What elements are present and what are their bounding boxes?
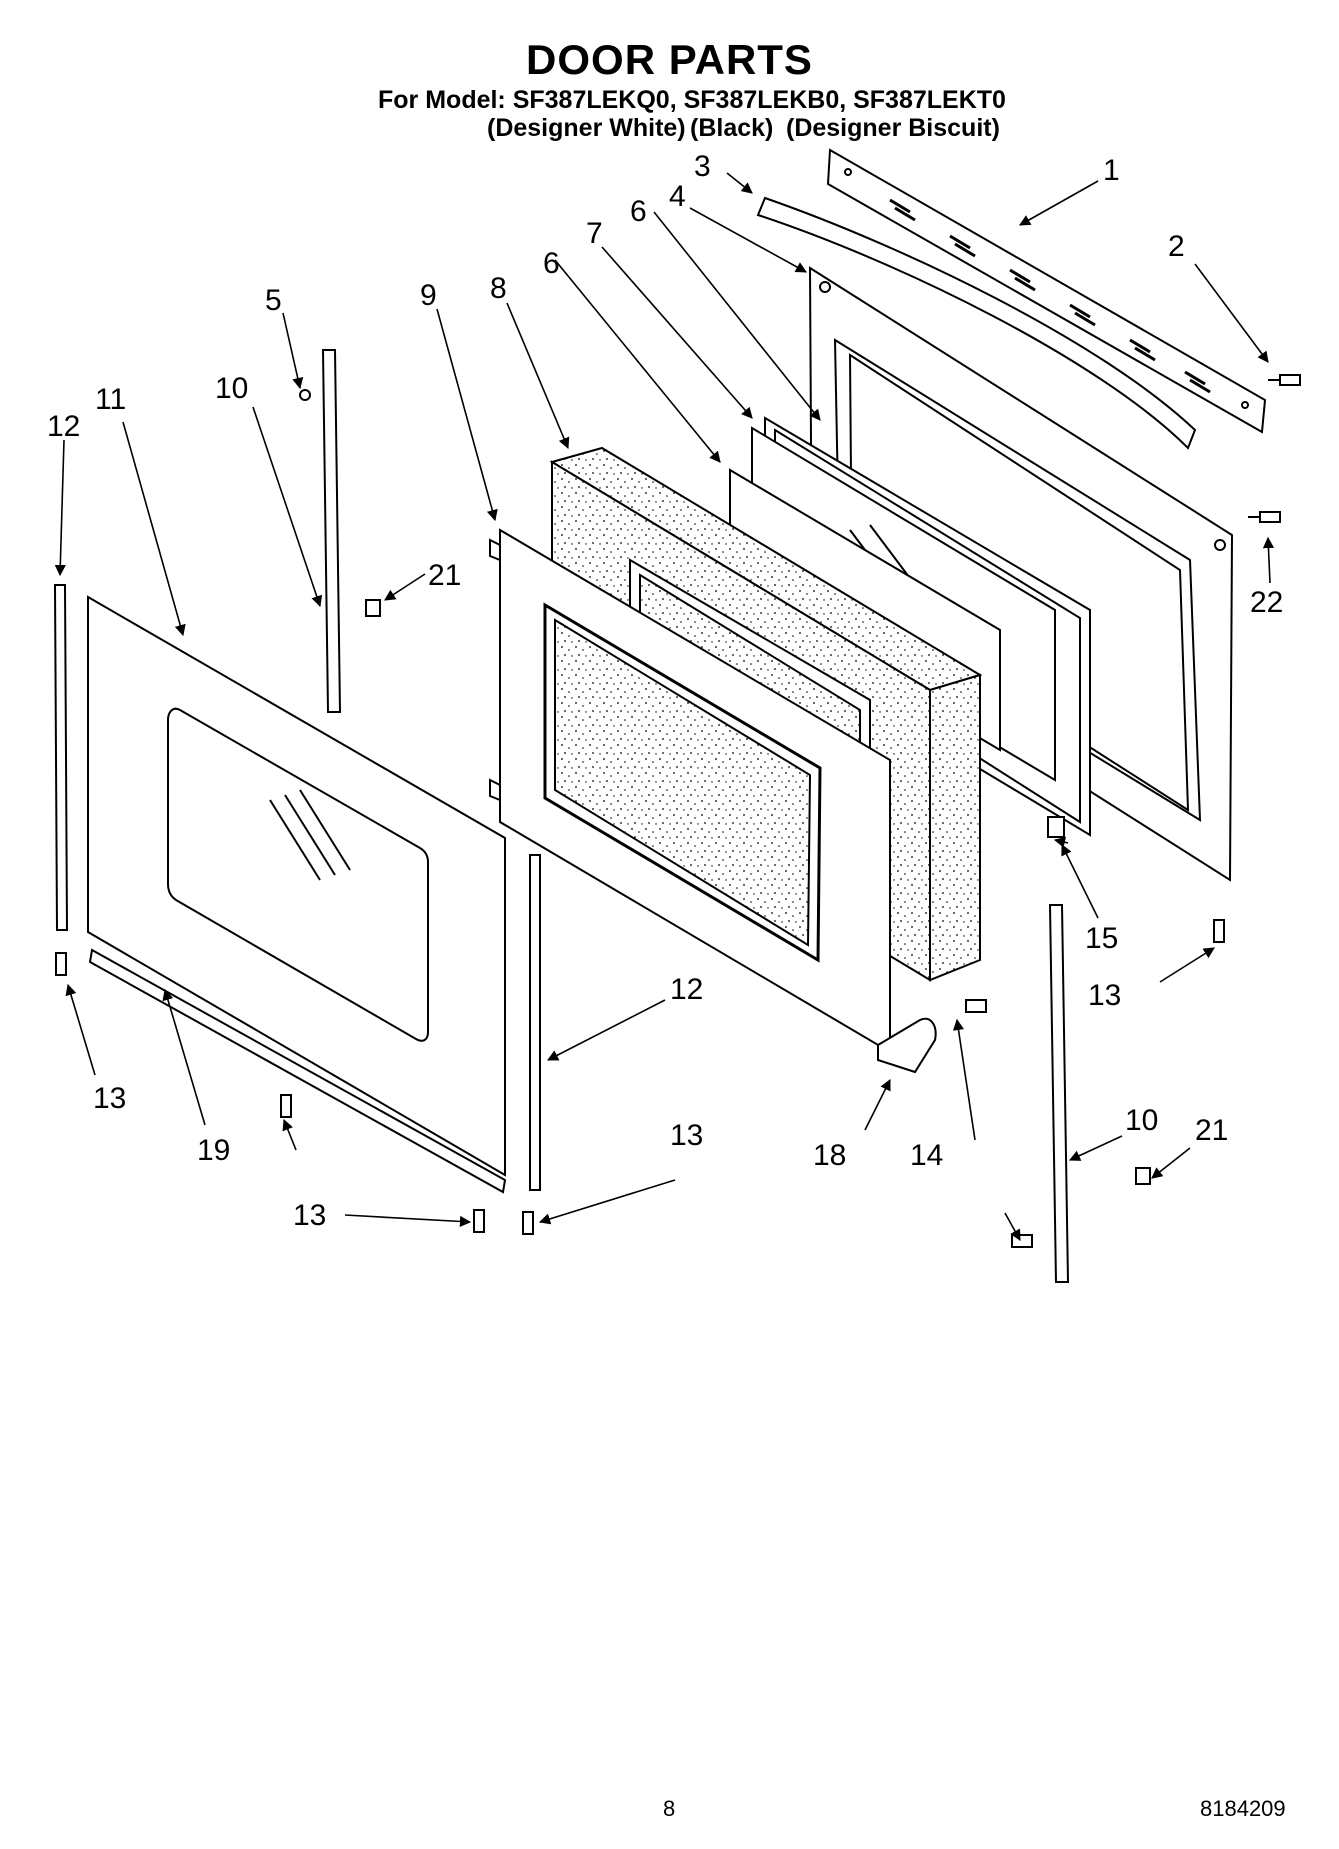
callout-10-right: 10	[1125, 1104, 1158, 1137]
callout-14: 14	[910, 1139, 943, 1172]
callout-13-right: 13	[1088, 979, 1121, 1012]
callout-2: 2	[1168, 230, 1185, 263]
screw-part-13-e	[1213, 919, 1225, 943]
clip-part-21-left	[365, 599, 381, 617]
clip-part-21-right	[1135, 1167, 1151, 1185]
screw-part-2	[1268, 374, 1301, 386]
bracket-part-18	[877, 1017, 937, 1074]
screw-part-13-b	[280, 1094, 292, 1118]
callout-6-lower: 6	[543, 247, 560, 280]
leader-lines	[54, 172, 1275, 1241]
callout-8: 8	[490, 272, 507, 305]
variant-white: (Designer White)	[487, 114, 686, 142]
document-number: 8184209	[1200, 1796, 1286, 1821]
callout-11: 11	[95, 383, 126, 416]
callout-10-left: 10	[215, 372, 248, 405]
side-trim-part-12-left	[53, 584, 69, 931]
callout-21-right: 21	[1195, 1114, 1228, 1147]
outer-glass-part-11	[87, 595, 506, 1177]
callout-13-middle: 13	[670, 1119, 703, 1152]
callout-7: 7	[586, 217, 603, 250]
callout-19: 19	[197, 1134, 230, 1167]
callout-12-left: 12	[47, 410, 80, 443]
callout-18: 18	[813, 1139, 846, 1172]
bracket-part-15	[1047, 816, 1065, 838]
screw-part-13-c	[473, 1209, 485, 1233]
callout-labels: 1 2 3 4 5 6 6 7 8 9 10 10 11 12 12 13 13…	[47, 150, 1283, 1232]
callout-3: 3	[694, 150, 711, 183]
hinge-part-10-right	[1048, 904, 1070, 1283]
side-trim-part-12-right	[529, 854, 541, 1191]
callout-13-left: 13	[93, 1082, 126, 1115]
callout-22: 22	[1250, 586, 1283, 619]
bottom-trim-part-19	[88, 948, 507, 1194]
door-frame-part-9	[489, 528, 891, 1054]
callout-13-bottom: 13	[293, 1199, 326, 1232]
screw-part-22	[1248, 511, 1281, 523]
callout-1: 1	[1103, 154, 1120, 187]
screw-part-13-a	[55, 952, 67, 976]
handle-part-3	[756, 196, 1197, 450]
screw-part-13-d	[522, 1211, 534, 1235]
variant-biscuit: (Designer Biscuit)	[786, 114, 1000, 142]
screw-part-14-upper	[965, 999, 987, 1013]
callout-12-right: 12	[670, 973, 703, 1006]
callout-5: 5	[265, 284, 282, 317]
screw-part-5	[299, 389, 311, 401]
callout-15: 15	[1085, 922, 1118, 955]
page-number: 8	[663, 1796, 676, 1821]
callout-9: 9	[420, 279, 437, 312]
screw-part-14-lower	[1011, 1234, 1033, 1248]
callout-21-left: 21	[428, 559, 461, 592]
callout-6-upper: 6	[630, 195, 647, 228]
variant-black: (Black)	[690, 114, 774, 142]
callout-4: 4	[669, 180, 686, 213]
page-title: DOOR PARTS	[526, 36, 813, 83]
model-line: For Model: SF387LEKQ0, SF387LEKB0, SF387…	[378, 86, 1006, 114]
hinge-part-10-left	[321, 349, 342, 713]
vent-trim-part-1	[826, 148, 1267, 434]
